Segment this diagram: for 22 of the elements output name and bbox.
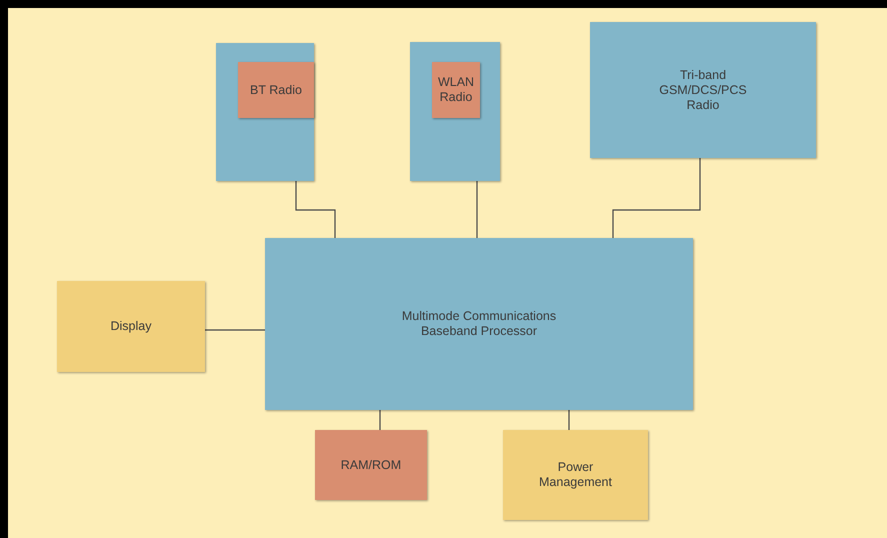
radio-box [432, 62, 480, 118]
node-label: Display [110, 319, 152, 334]
node-label: RAM/ROM [340, 458, 402, 472]
node-label: WLAN Radio [436, 75, 476, 105]
connector-line [568, 410, 570, 430]
module-box [216, 43, 314, 181]
module-box [410, 42, 500, 181]
connector-line [205, 329, 265, 331]
processor-box [265, 238, 693, 410]
node-label: Tri-band GSM/DCS/PCS Radio [658, 68, 748, 112]
node-label: Power Management [538, 460, 613, 490]
power-box [503, 430, 648, 520]
connector-line [295, 181, 336, 238]
connector-line [379, 410, 381, 430]
node-label: Multimode Communications Baseband Processor [400, 309, 558, 339]
radio-box [238, 62, 314, 118]
memory-box [315, 430, 427, 500]
display-box [57, 281, 205, 372]
connector-line [476, 181, 478, 238]
node-label: BT Radio [249, 82, 303, 98]
connector-line [612, 158, 701, 238]
radio-box [590, 22, 816, 158]
